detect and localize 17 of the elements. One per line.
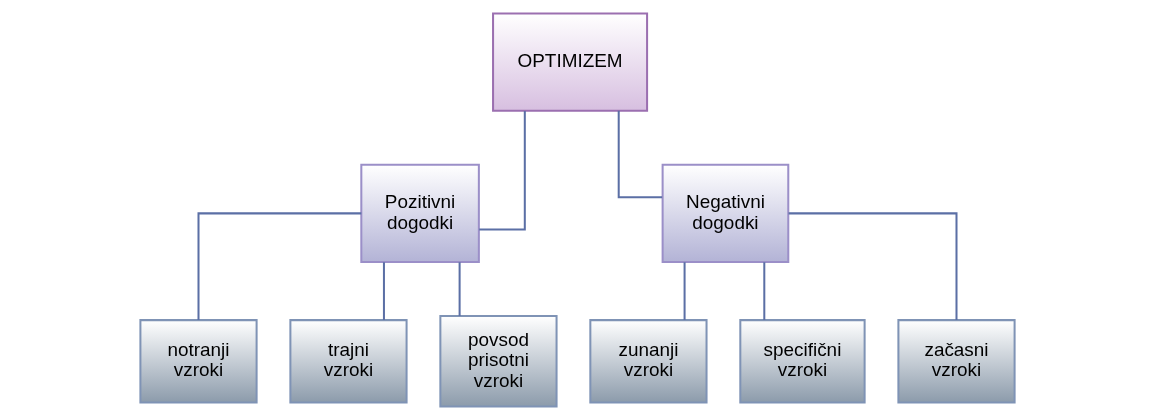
node-box: Pozitivni dogodki [360, 163, 480, 264]
node-box: zunanji vzroki [589, 319, 708, 404]
node-box: notranji vzroki [139, 319, 258, 404]
connector [458, 262, 461, 316]
node-box: specifični vzroki [739, 319, 866, 404]
node-box: trajni vzroki [289, 319, 408, 404]
node-box: povsod prisotni vzroki [439, 315, 558, 408]
connector [382, 262, 385, 320]
connector [197, 212, 362, 321]
connector [617, 110, 663, 199]
node-box: začasni vzroki [897, 319, 1016, 404]
connector [763, 262, 766, 320]
connector [683, 262, 686, 320]
node-box: OPTIMIZEM [492, 12, 649, 112]
node-box: Negativni dogodki [661, 163, 790, 264]
connector [788, 212, 958, 321]
connector [479, 110, 526, 231]
